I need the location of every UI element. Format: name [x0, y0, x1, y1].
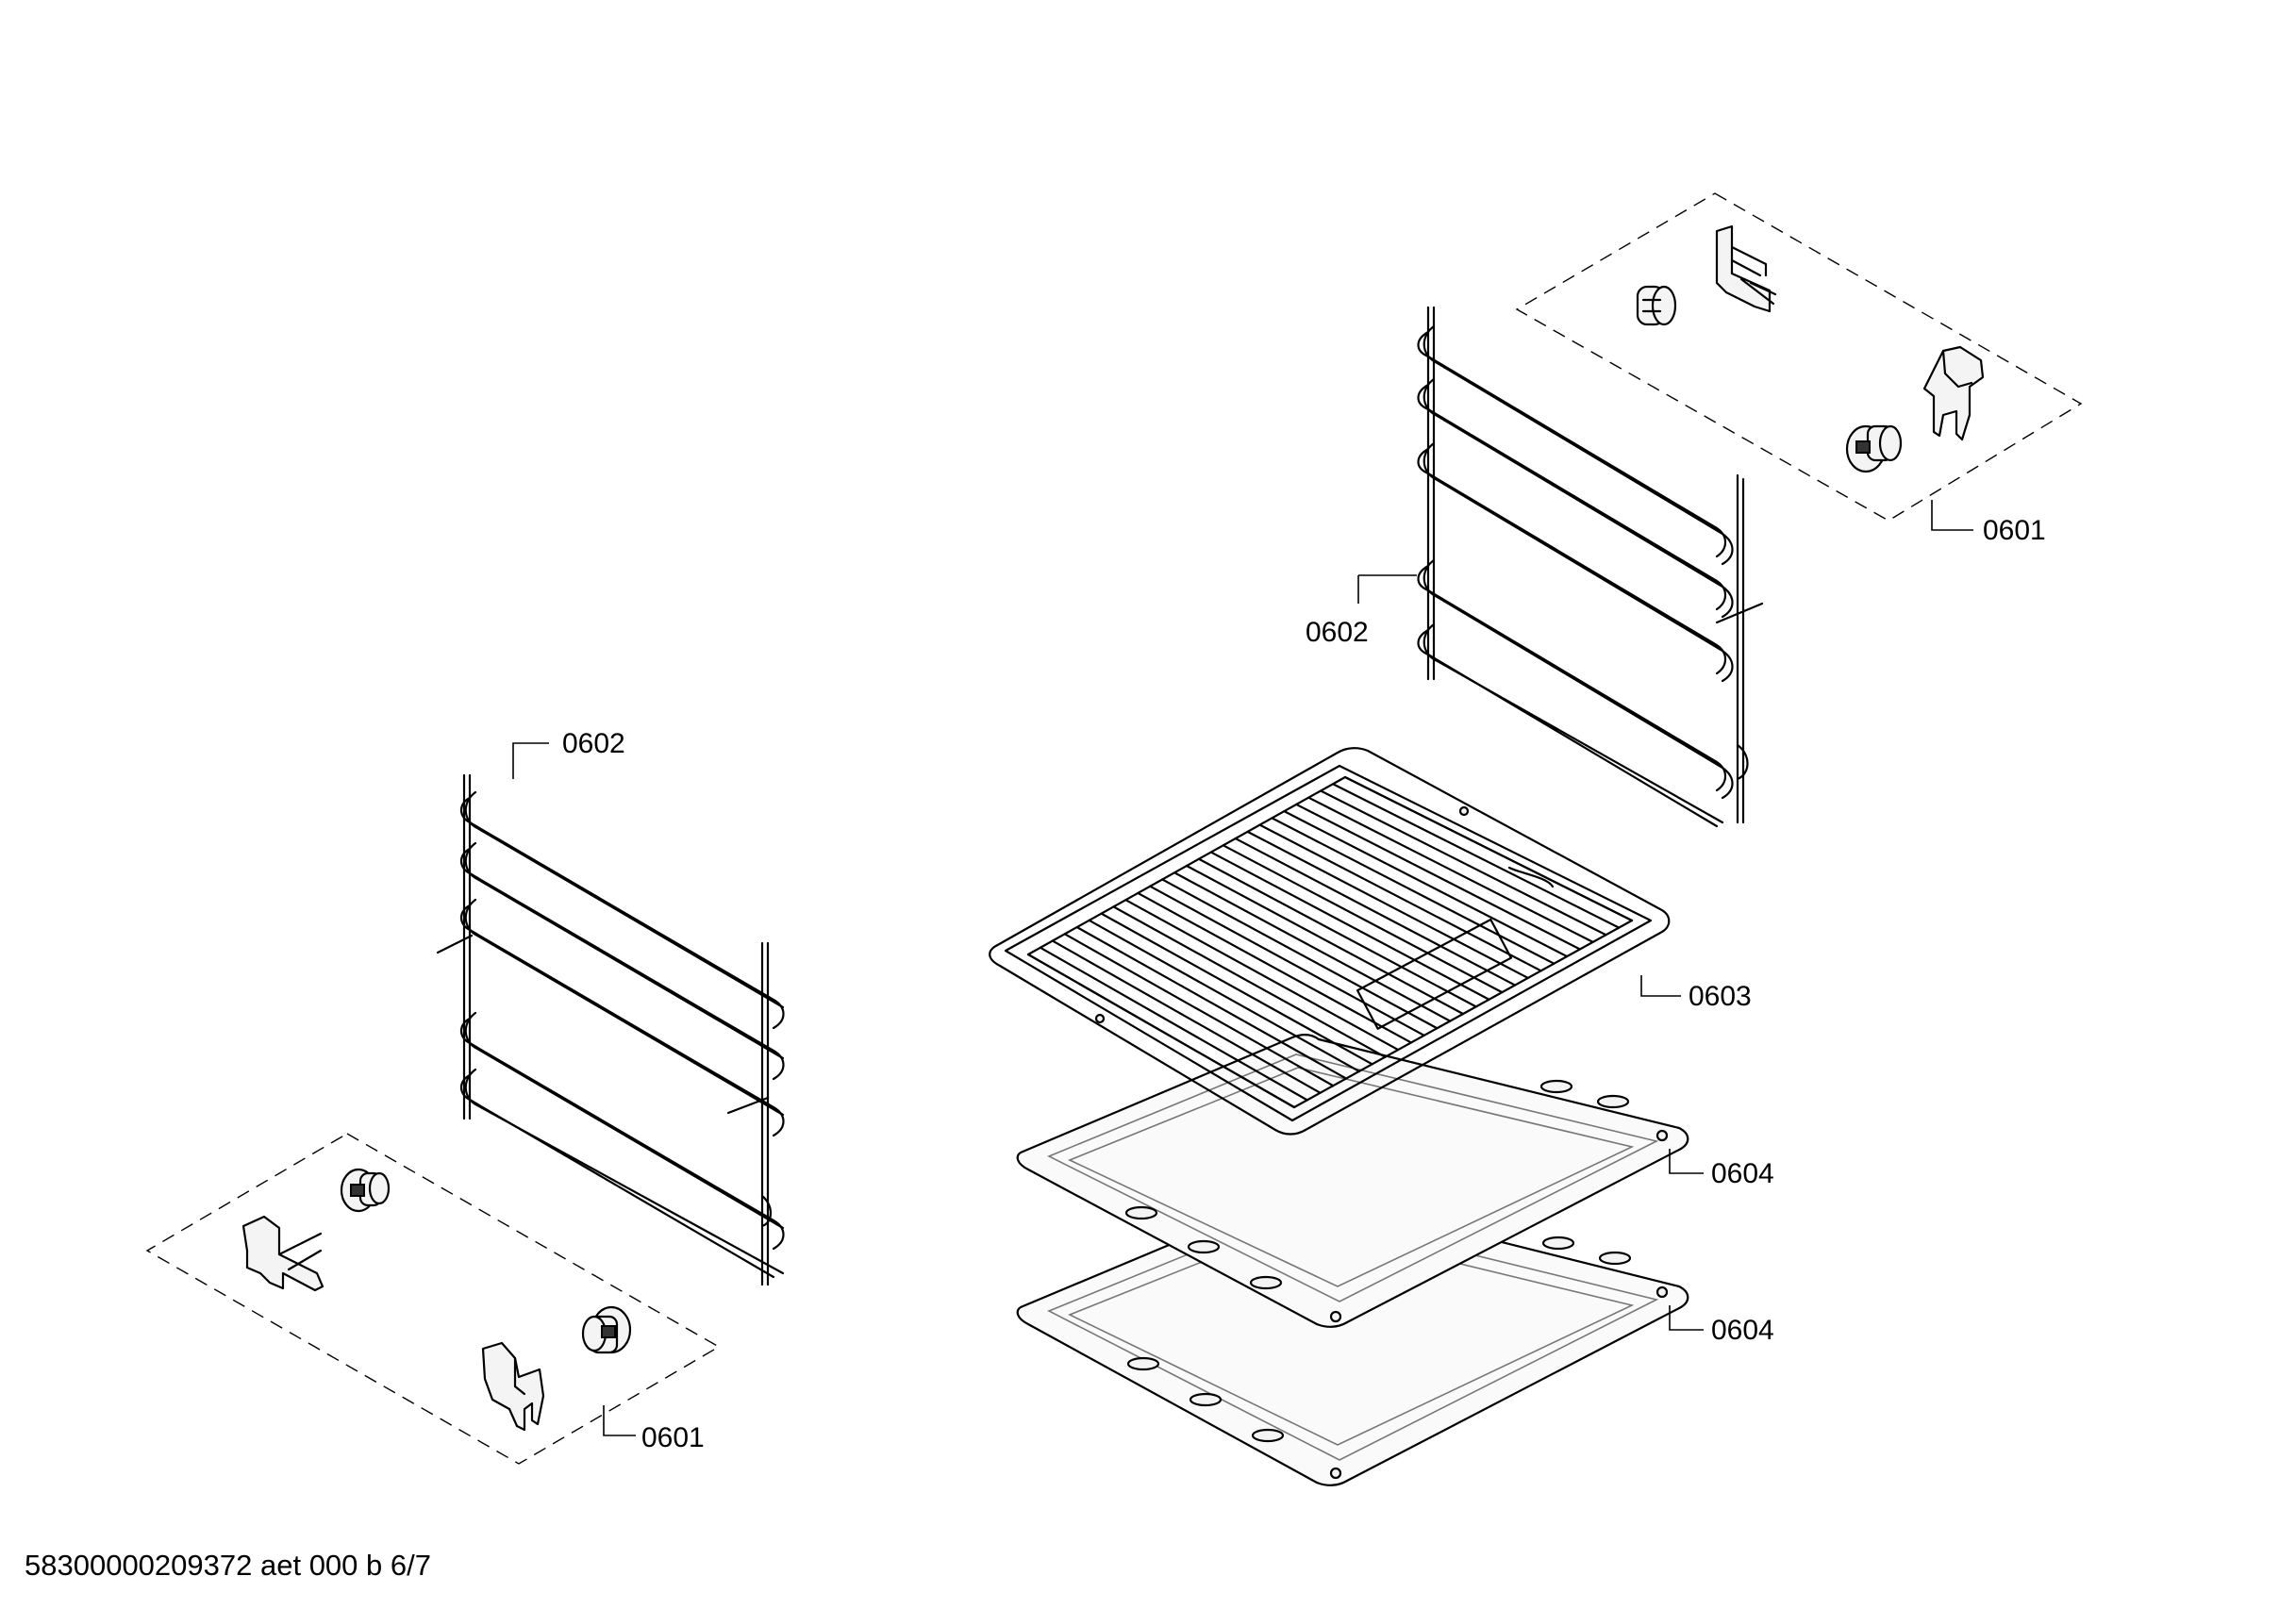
- callout-left-rail: 0602: [562, 728, 625, 759]
- shelf-bar: [1075, 925, 1348, 1080]
- left-rail-leader: [512, 742, 549, 779]
- shelf-bar: [1161, 878, 1439, 1030]
- shelf-bar: [1149, 885, 1425, 1037]
- shelf-bar: [1307, 796, 1594, 943]
- wire-shelf-leader: [1640, 975, 1681, 997]
- shelf-bar: [1051, 939, 1322, 1094]
- left-clip-set-outline: [145, 1133, 721, 1465]
- shelf-bar: [1331, 783, 1621, 929]
- right-clip-set-outline: [1515, 192, 2083, 522]
- left-bracket-clip-upper: [241, 1215, 324, 1292]
- callout-upper-tray: 0604: [1711, 1158, 1774, 1189]
- shelf-bar: [1209, 851, 1490, 1001]
- wire-shelf-bars: [1026, 775, 1634, 1109]
- shelf-bar: [1283, 810, 1569, 958]
- right-knob-lower: [1845, 424, 1903, 473]
- shelf-bar: [1124, 899, 1400, 1052]
- shelf-bar: [1234, 837, 1517, 987]
- left-clip-set-group: 0601: [145, 1133, 721, 1465]
- shelf-bar: [1246, 830, 1529, 980]
- left-knob-lower: [581, 1305, 632, 1354]
- shelf-bar: [1039, 946, 1308, 1102]
- shelf-bar: [1063, 933, 1335, 1087]
- right-knob-upper: [1636, 285, 1677, 326]
- shelf-bar: [1173, 871, 1452, 1022]
- callout-left-clip-set: 0601: [641, 1422, 705, 1453]
- shelf-bar: [1100, 912, 1373, 1066]
- left-bracket-clip-lower: [481, 1341, 545, 1432]
- shelf-bar: [1222, 844, 1504, 994]
- upper-tray-leader: [1669, 1149, 1704, 1174]
- callout-lower-tray: 0604: [1711, 1315, 1774, 1346]
- shelf-bar: [1197, 857, 1477, 1008]
- right-bracket-clip-lower: [1922, 345, 1985, 441]
- callout-right-clip-set: 0601: [1983, 515, 2046, 546]
- footer-document-code: 58300000209372 aet 000 b 6/7: [25, 1549, 431, 1582]
- left-clip-set-leader: [603, 1405, 636, 1436]
- lower-tray-leader: [1669, 1305, 1704, 1331]
- shelf-bar: [1320, 789, 1607, 937]
- upper-baking-tray: [1016, 1034, 1689, 1328]
- shelf-bar: [1271, 817, 1556, 965]
- right-bracket-clip-upper: [1715, 224, 1777, 313]
- callout-right-rail: 0602: [1306, 617, 1369, 648]
- shelf-bar: [1137, 891, 1413, 1044]
- right-clip-set-group: 0601: [1515, 192, 2083, 546]
- shelf-bar: [1088, 919, 1360, 1073]
- left-knob-upper: [340, 1168, 391, 1213]
- shelf-bar: [1026, 953, 1296, 1109]
- wire-shelf: [989, 747, 1671, 1136]
- left-side-rail: [436, 773, 785, 1286]
- shelf-bar: [1343, 775, 1634, 922]
- right-side-rail: [1417, 306, 1764, 828]
- shelf-bar: [1258, 823, 1542, 972]
- shelf-bar: [1185, 864, 1465, 1016]
- shelf-bar: [1112, 905, 1387, 1058]
- callout-wire-shelf: 0603: [1689, 981, 1752, 1012]
- right-clip-set-leader: [1931, 500, 1973, 531]
- shelf-bar: [1295, 803, 1582, 951]
